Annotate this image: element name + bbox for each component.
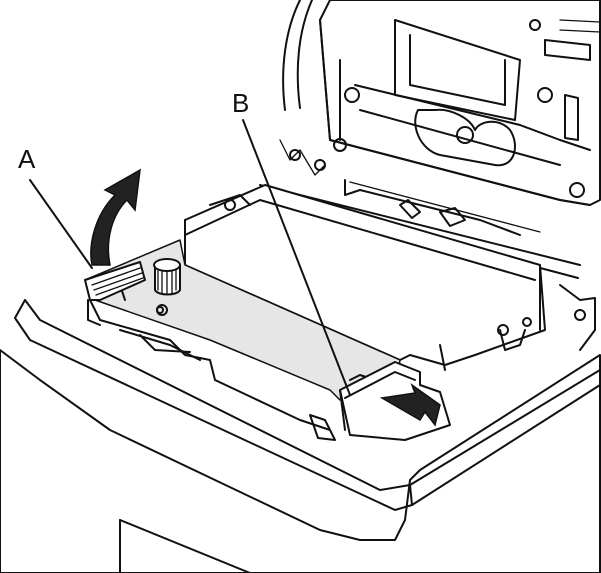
label-b: B xyxy=(232,88,249,118)
printer-case xyxy=(0,299,601,573)
label-a: A xyxy=(18,144,36,174)
lever-a xyxy=(84,261,146,326)
arrow-left-icon xyxy=(379,382,441,427)
open-cover xyxy=(282,0,601,206)
ribbon-knob xyxy=(153,258,181,296)
leader-line-b xyxy=(242,119,351,396)
curved-up-arrow-icon xyxy=(90,168,141,266)
leader-line-a xyxy=(29,179,93,269)
